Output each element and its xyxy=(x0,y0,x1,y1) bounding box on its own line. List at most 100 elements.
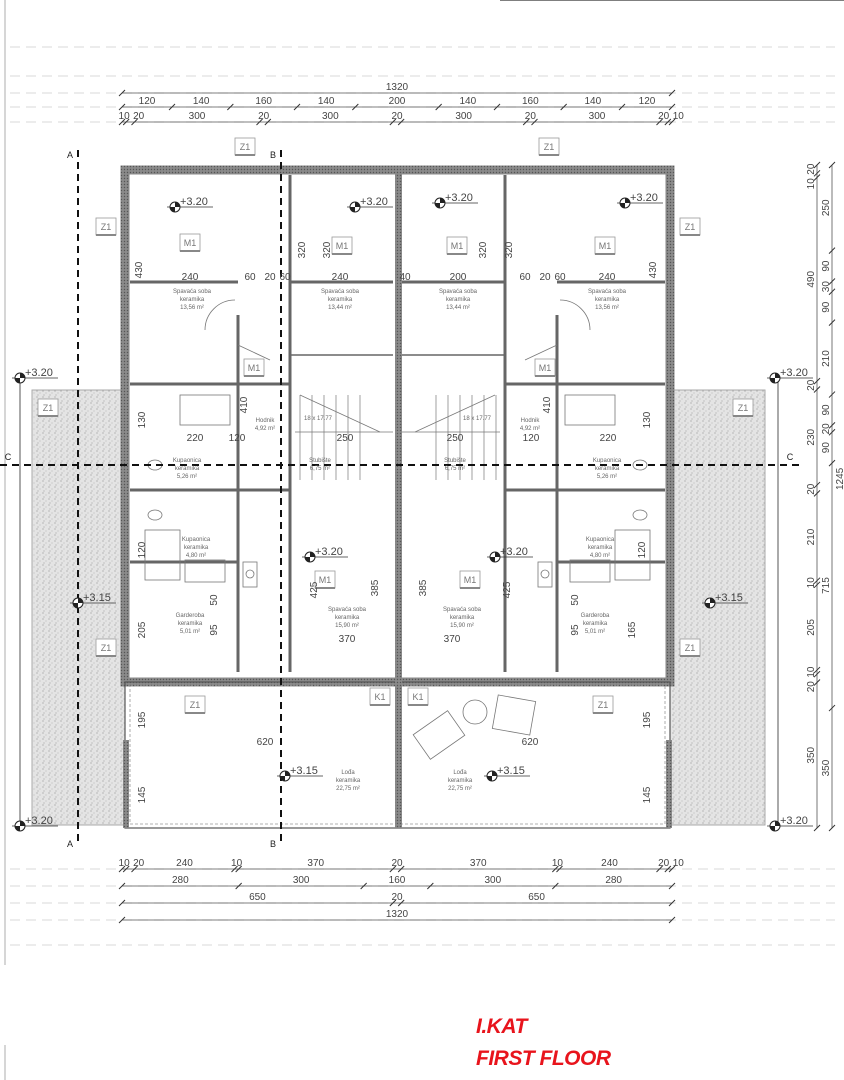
level-marker: +3.20 xyxy=(617,192,663,209)
dimension-label: 20 xyxy=(525,111,537,122)
dimension-tick xyxy=(656,118,663,126)
dimension-label: 90 xyxy=(821,442,832,454)
room-name: Lođa xyxy=(453,770,467,776)
dimension-tick xyxy=(235,882,243,890)
interior-dimension: 60 xyxy=(519,272,531,283)
dimension-label: 300 xyxy=(189,111,206,122)
room-area: 22,75 m² xyxy=(448,786,472,792)
dimension-tick xyxy=(360,882,368,890)
room-area: 13,44 m² xyxy=(328,305,352,311)
room-floor: keramika xyxy=(328,297,353,303)
level-marker: +3.20 xyxy=(12,815,58,832)
section-marker-b: B xyxy=(270,150,276,160)
door-tag: M1 xyxy=(243,358,265,377)
dimension-tick xyxy=(828,428,836,436)
room-name: Spavaća soba xyxy=(439,289,478,295)
level-marker: +3.15 xyxy=(484,765,530,782)
svg-text:Z1: Z1 xyxy=(101,643,112,653)
svg-text:Z1: Z1 xyxy=(101,222,112,232)
room-area: 5,01 m² xyxy=(585,629,605,635)
interior-dimension: 60 xyxy=(554,272,566,283)
svg-text:M1: M1 xyxy=(539,363,552,373)
dimension-tick xyxy=(828,288,836,296)
level-value: +3.20 xyxy=(500,546,528,558)
interior-dimension: 620 xyxy=(257,737,274,748)
level-value: +3.15 xyxy=(290,765,318,777)
interior-dimension: 120 xyxy=(229,433,246,444)
interior-dimension: 50 xyxy=(209,594,220,606)
interior-dimension: 620 xyxy=(522,737,539,748)
dimension-tick xyxy=(118,89,126,97)
dimension-tick xyxy=(828,319,836,326)
dimension-label: 160 xyxy=(255,96,272,107)
room-area: 13,44 m² xyxy=(446,305,470,311)
room-name: Spavaća soba xyxy=(588,289,627,295)
dimension-tick xyxy=(813,161,821,169)
dimension-tick xyxy=(435,103,443,111)
dimension-tick xyxy=(351,103,359,111)
dimension-label: 350 xyxy=(821,759,832,776)
door-tag: M1 xyxy=(331,236,353,255)
interior-dimension: 410 xyxy=(542,396,553,413)
dimension-label: 160 xyxy=(522,96,539,107)
svg-text:Z1: Z1 xyxy=(738,403,749,413)
dimension-tick xyxy=(256,118,263,126)
interior-dimension: 145 xyxy=(642,786,653,803)
dimension-label: 30 xyxy=(821,281,832,293)
svg-text:M1: M1 xyxy=(248,363,261,373)
interior-dimension: 425 xyxy=(502,581,513,598)
dimension-tick xyxy=(131,118,138,126)
room-area: 13,56 m² xyxy=(180,305,204,311)
level-markers: +3.20+3.20+3.20+3.20+3.20+3.20+3.20+3.20… xyxy=(12,192,813,832)
room-floor: keramika xyxy=(595,466,620,472)
dimension-label: 140 xyxy=(193,96,210,107)
room-name: Hodnik xyxy=(521,418,541,424)
interior-dimension: 320 xyxy=(322,241,333,258)
svg-text:K1: K1 xyxy=(374,692,385,702)
dimension-tick xyxy=(397,118,405,126)
dimension-label: 20 xyxy=(391,111,403,122)
dimension-tick xyxy=(668,103,676,111)
room-area: 4,80 m² xyxy=(590,553,610,559)
window-tag: Z1 xyxy=(592,695,614,714)
interior-dimension: 195 xyxy=(642,711,653,728)
dimension-label: 490 xyxy=(806,271,817,288)
dimension-tick xyxy=(131,865,138,873)
door-tag: M1 xyxy=(534,358,556,377)
dimension-tick xyxy=(668,118,676,126)
dimension-tick xyxy=(668,89,676,97)
level-marker: +3.20 xyxy=(302,546,348,563)
section-marker-c: C xyxy=(787,452,794,462)
interior-dimension: 320 xyxy=(504,241,515,258)
interior-dimension: 200 xyxy=(450,272,467,283)
stair-label: 18 x 17.77 xyxy=(304,416,333,422)
interior-dimension: 250 xyxy=(337,433,354,444)
interior-dimension: 425 xyxy=(309,581,320,598)
dimension-tick xyxy=(551,882,559,890)
dimension-tick xyxy=(168,103,176,111)
dimension-tick xyxy=(813,490,821,497)
dimension-label: 10 xyxy=(119,858,131,869)
dimension-tick xyxy=(668,899,676,907)
interior-dimension: 220 xyxy=(187,433,204,444)
dimension-label: 350 xyxy=(806,746,817,763)
dimension-tick xyxy=(664,865,672,873)
room-area: 15,90 m² xyxy=(450,623,474,629)
dimension-label: 370 xyxy=(307,858,324,869)
room-floor: keramika xyxy=(583,621,608,627)
dimension-label: 230 xyxy=(806,428,817,445)
dimension-tick xyxy=(118,103,126,111)
dimension-label: 300 xyxy=(293,875,310,886)
room-name: Stubište xyxy=(309,458,331,464)
interior-dimension: 60 xyxy=(279,272,291,283)
interior-dimension: 250 xyxy=(447,433,464,444)
window-tag: Z1 xyxy=(234,137,256,156)
svg-text:Z1: Z1 xyxy=(685,222,696,232)
